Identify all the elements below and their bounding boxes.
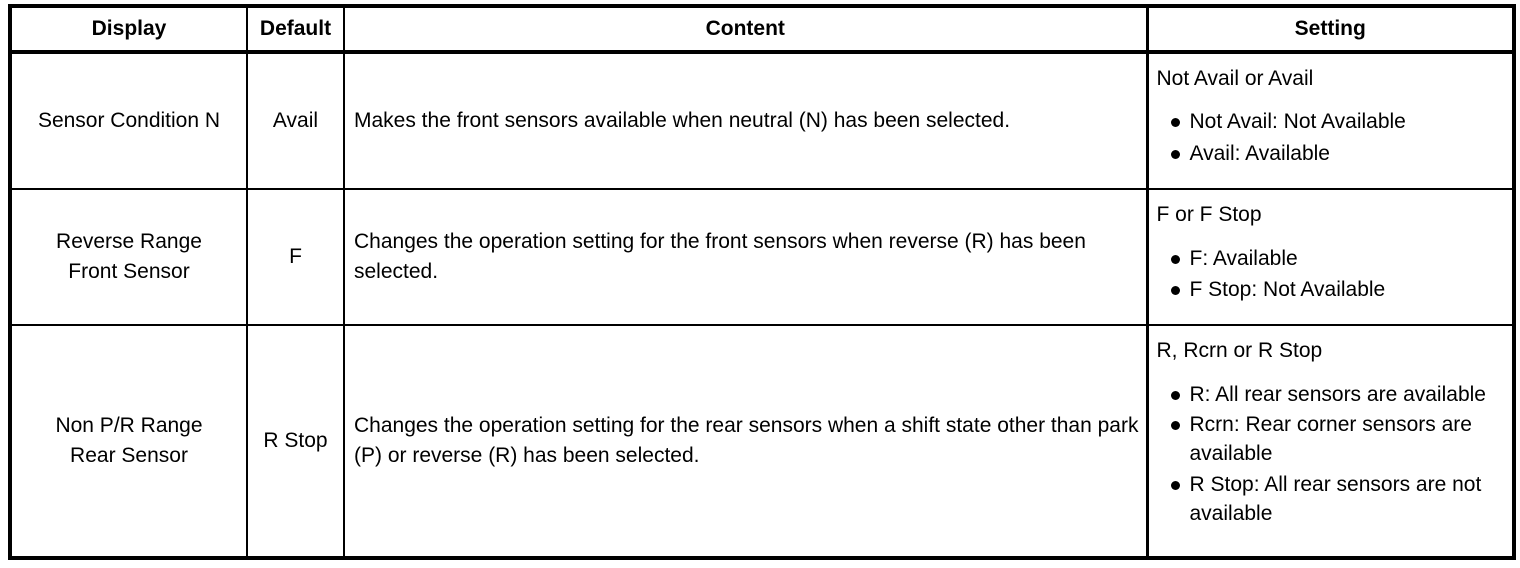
table-header: Display Default Content Setting — [10, 6, 1514, 54]
table-header-row: Display Default Content Setting — [10, 6, 1514, 54]
table-row: Non P/R Range Rear Sensor R Stop Changes… — [10, 324, 1514, 558]
cell-display-sensor-condition-n: Sensor Condition N — [10, 52, 248, 190]
column-header-setting: Setting — [1145, 6, 1514, 54]
table-row: Sensor Condition N Avail Makes the front… — [10, 52, 1514, 190]
setting-bullet-list: R: All rear sensors are available Rcrn: … — [1157, 380, 1507, 529]
setting-bullet-label: R: All rear sensors are available — [1189, 382, 1486, 406]
bullet-dot-icon — [1170, 149, 1180, 159]
cell-default-sensor-condition-n: Avail — [247, 52, 345, 190]
cell-default-non-pr-range-rear-sensor: R Stop — [247, 324, 345, 558]
display-label-line-1: Reverse Range — [56, 230, 202, 254]
setting-bullet-label: Rcrn: Rear corner sensors are available — [1189, 413, 1472, 466]
setting-options-summary: F or F Stop — [1156, 203, 1262, 227]
bullet-dot-icon — [1170, 118, 1180, 128]
bullet-dot-icon — [1170, 421, 1180, 431]
setting-bullet-list: F: Available F Stop: Not Available — [1157, 244, 1507, 305]
setting-bullet-item: F: Available — [1157, 244, 1507, 273]
table-body: Sensor Condition N Avail Makes the front… — [10, 52, 1514, 558]
setting-bullet-item: Not Avail: Not Available — [1157, 107, 1507, 136]
setting-bullet-list: Not Avail: Not Available Avail: Availabl… — [1157, 107, 1507, 168]
cell-setting-sensor-condition-n: Not Avail or Avail Not Avail: Not Availa… — [1145, 52, 1514, 190]
bullet-dot-icon — [1170, 285, 1180, 295]
bullet-dot-icon — [1170, 480, 1180, 490]
setting-bullet-item: Avail: Available — [1157, 139, 1507, 168]
cell-content-non-pr-range-rear-sensor: Changes the operation setting for the re… — [344, 324, 1147, 558]
display-label-line-2: Front Sensor — [68, 260, 190, 284]
setting-bullet-label: Not Avail: Not Available — [1189, 110, 1406, 134]
setting-bullet-item: Rcrn: Rear corner sensors are available — [1157, 410, 1507, 469]
bullet-dot-icon — [1170, 254, 1180, 264]
cell-default-reverse-range-front-sensor: F — [247, 188, 345, 326]
cell-display-reverse-range-front-sensor: Reverse Range Front Sensor — [10, 188, 248, 326]
cell-setting-non-pr-range-rear-sensor: R, Rcrn or R Stop R: All rear sensors ar… — [1145, 324, 1514, 558]
setting-options-summary: R, Rcrn or R Stop — [1156, 339, 1323, 363]
display-label-line-1: Non P/R Range — [55, 414, 203, 438]
cell-content-sensor-condition-n: Makes the front sensors available when n… — [344, 52, 1147, 190]
sensor-settings-table: Display Default Content Setting Sensor C… — [8, 4, 1516, 560]
cell-setting-reverse-range-front-sensor: F or F Stop F: Available F Stop: Not Ava… — [1145, 188, 1514, 326]
cell-content-reverse-range-front-sensor: Changes the operation setting for the fr… — [344, 188, 1147, 326]
setting-bullet-label: F Stop: Not Available — [1189, 277, 1386, 301]
setting-options-summary: Not Avail or Avail — [1156, 67, 1314, 90]
setting-bullet-label: Avail: Available — [1189, 141, 1331, 165]
setting-bullet-item: F Stop: Not Available — [1157, 275, 1507, 304]
column-header-display: Display — [10, 6, 248, 54]
setting-bullet-item: R: All rear sensors are available — [1157, 380, 1507, 409]
setting-bullet-label: F: Available — [1189, 246, 1298, 270]
bullet-dot-icon — [1170, 390, 1180, 400]
setting-bullet-item: R Stop: All rear sensors are not availab… — [1157, 470, 1507, 529]
display-label-line-2: Rear Sensor — [70, 444, 188, 468]
setting-bullet-label: R Stop: All rear sensors are not availab… — [1189, 472, 1482, 526]
column-header-content: Content — [344, 6, 1147, 54]
cell-display-non-pr-range-rear-sensor: Non P/R Range Rear Sensor — [10, 324, 248, 558]
table-row: Reverse Range Front Sensor F Changes the… — [10, 188, 1514, 326]
column-header-default: Default — [247, 6, 345, 54]
